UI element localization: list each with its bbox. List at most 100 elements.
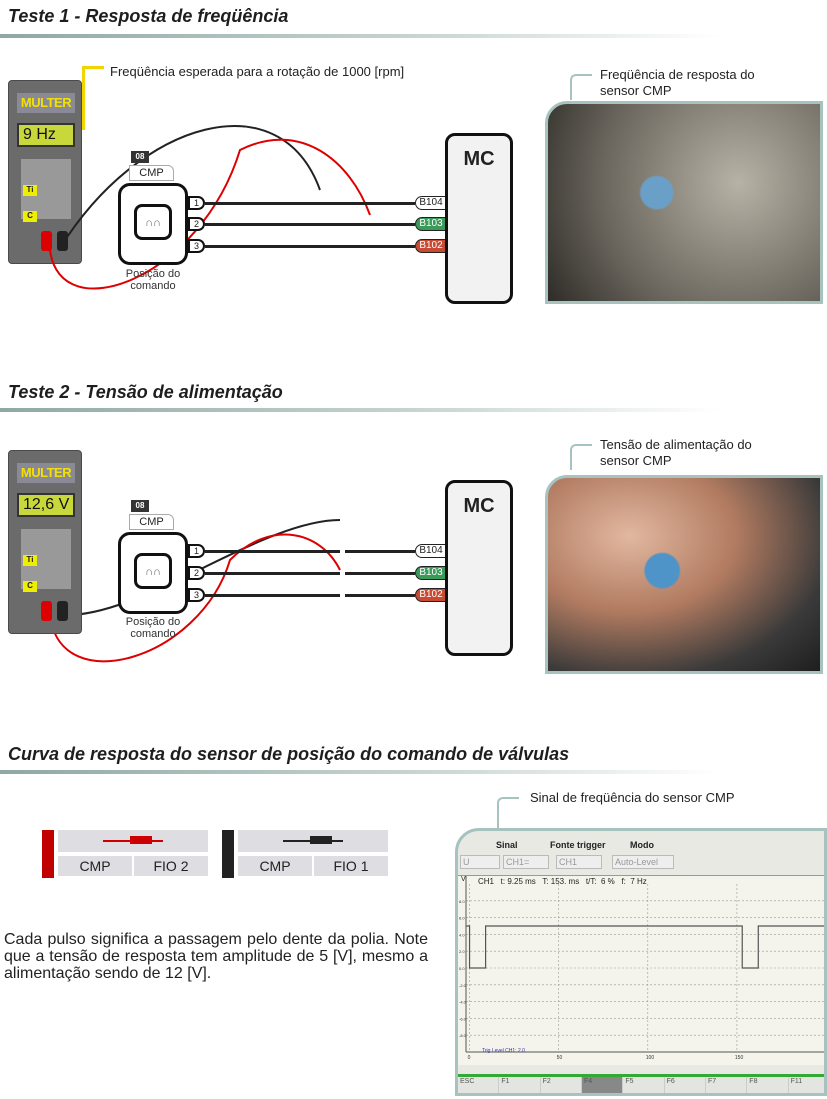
hands-probing-photo [545,475,823,674]
legend-red: CMP FIO 2 [42,830,208,878]
waveform-line [466,925,824,969]
ecu-pin-b102: B102 [415,239,447,253]
legend-sensor: CMP [238,856,312,876]
legend-wire: FIO 2 [134,856,208,876]
y-tick-label: 4.0 [459,932,465,937]
function-key-f11[interactable]: F11 [788,1077,824,1093]
wire [205,594,340,597]
meter-key: C [23,211,37,222]
callout-line-1: Tensão de alimentação do [600,437,752,452]
black-probe-icon [238,830,388,852]
select-signal[interactable]: CH1= [503,855,549,869]
pin-3: 3 [188,239,205,253]
explanation-paragraph: Cada pulso significa a passagem pelo den… [4,931,428,982]
red-color-bar [42,830,54,878]
meter-key: Ti [23,555,37,566]
wire [205,202,415,205]
sensor-tag: 08 [131,151,149,163]
meter-brand: MULTER [17,463,75,483]
pin-1: 1 [188,544,205,558]
select-unit[interactable]: U [460,855,500,869]
red-jack [41,601,52,621]
black-color-bar [222,830,234,878]
header-signal: Sinal [496,840,518,850]
test2-title: Teste 2 - Tensão de alimentação [8,382,283,402]
ecu-box: MC [445,133,513,304]
ecu-pin-b104: B104 [415,196,447,210]
function-key-f2[interactable]: F2 [540,1077,582,1093]
callout-line-2: sensor CMP [600,83,672,98]
y-tick-label: 8.0 [459,899,465,904]
legend-black: CMP FIO 1 [222,830,388,878]
y-tick-label: -2.0 [459,983,467,988]
x-tick-label: 100 [646,1055,655,1061]
multimeter: MULTER 9 Hz Ti C [8,80,82,264]
y-tick-label: -4.0 [459,1000,467,1005]
status-bar [458,1074,824,1077]
y-tick-label: 6.0 [459,916,465,921]
section3-title: Curva de resposta do sensor de posição d… [8,744,570,764]
function-key-f7[interactable]: F7 [705,1077,748,1093]
pin-2: 2 [188,217,205,231]
pin-2: 2 [188,566,205,580]
sensor-caption: Posição do comando [125,268,181,292]
wire [205,572,340,575]
wire [345,594,415,597]
legend-sensor: CMP [58,856,132,876]
oscilloscope-screen: Sinal Fonte trigger Modo U CH1= CH1 Auto… [455,828,827,1096]
ecu-pin-b103: B103 [415,217,447,231]
pin-3: 3 [188,588,205,602]
callout-line-2: sensor CMP [600,453,672,468]
y-tick-label: -6.0 [459,1016,467,1021]
wire [205,245,415,248]
y-tick-label: -8.0 [459,1033,467,1038]
trigger-level: Trig Level CH1: 2.0 [482,1048,525,1054]
meter-key: C [23,581,37,592]
function-key-f1[interactable]: F1 [499,1077,541,1093]
callout-line [570,444,592,470]
probe-wires [49,125,371,663]
ecu-box: MC [445,480,513,656]
sensor-tag: 08 [131,500,149,512]
meter-display: 12,6 V [17,493,75,517]
black-jack [57,601,68,621]
black-jack [57,231,68,251]
pin-1: 1 [188,196,205,210]
function-key-esc[interactable]: ESC [458,1077,500,1093]
meter-key: Ti [23,185,37,196]
scope-callout: Sinal de freqüência do sensor CMP [530,790,735,805]
y-tick-label: 2.0 [459,949,465,954]
header-mode: Modo [630,840,654,850]
select-mode[interactable]: Auto-Level [612,855,674,869]
wire [345,550,415,553]
legend-wire: FIO 1 [314,856,388,876]
wire [205,223,415,226]
callout-line [570,74,592,100]
divider [0,34,720,38]
multimeter: MULTER 12,6 V Ti C [8,450,82,634]
function-key-f6[interactable]: F6 [664,1077,706,1093]
x-tick-label: 0 [468,1055,471,1061]
wire [345,572,415,575]
y-tick-label: 0.0 [459,966,465,971]
divider [0,408,720,412]
function-key-f8[interactable]: F8 [747,1077,789,1093]
ecu-pin-b103: B103 [415,566,447,580]
callout-line [497,797,519,829]
sensor-caption: Posição do comando [125,616,181,640]
sensor-label: CMP [129,165,174,181]
test1-title: Teste 1 - Resposta de freqüência [8,6,289,26]
function-key-f4[interactable]: F4 [581,1077,624,1093]
cmp-sensor: ∩∩ [118,183,188,265]
divider [0,770,720,774]
function-key-f5[interactable]: F5 [623,1077,665,1093]
callout-line-1: Freqüência de resposta do [600,67,755,82]
select-trigger[interactable]: CH1 [556,855,602,869]
x-tick-label: 50 [557,1055,563,1061]
header-trigger: Fonte trigger [550,840,606,850]
meter-display: 9 Hz [17,123,75,147]
meter-callout: Freqüência esperada para a rotação de 10… [110,64,405,79]
